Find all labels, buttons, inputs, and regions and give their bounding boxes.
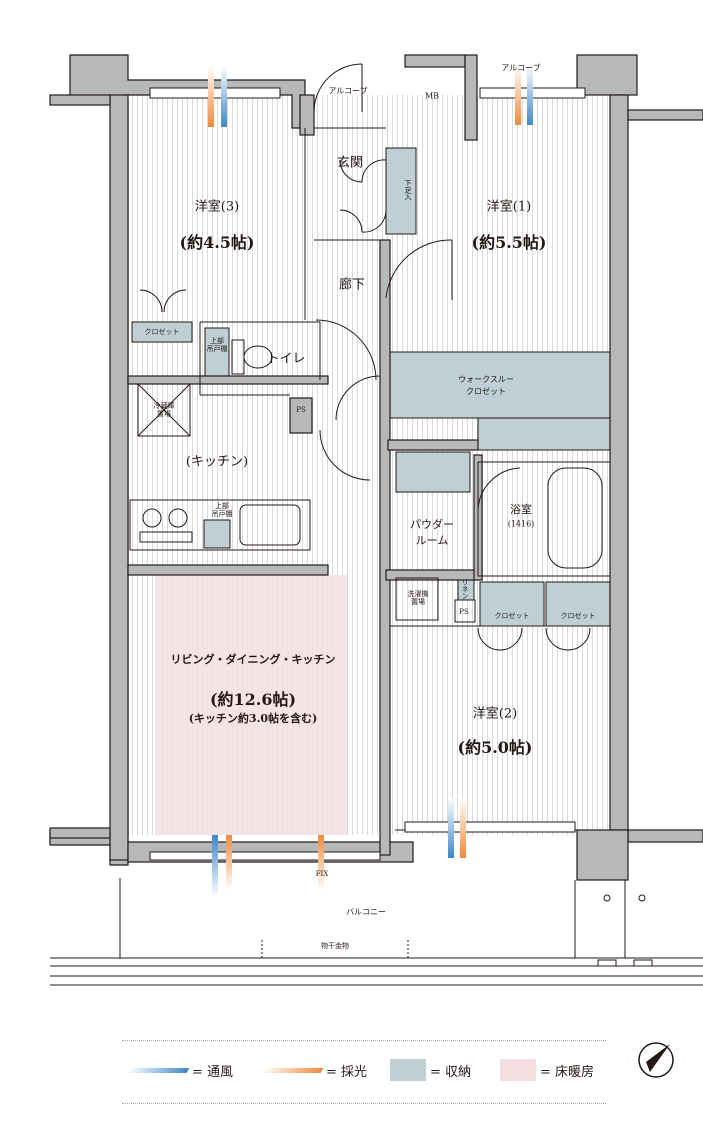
label-fridge-space: 冷蔵庫 置場 (153, 402, 175, 418)
room-label-bath: 浴室 (510, 503, 532, 516)
label-alcove-right: アルコーブ (501, 63, 541, 73)
room-label-powder: パウダー ルーム (410, 518, 454, 547)
label-fix-window: FIX (315, 870, 329, 878)
toilet-fixture (231, 339, 273, 375)
stove (139, 508, 193, 543)
label-closet-western2-b: クロゼット (560, 612, 596, 620)
balcony-area (50, 878, 703, 986)
label-shoe-cabinet: 下足入 (404, 179, 412, 201)
floor-heating-area (155, 575, 347, 835)
room-label-western1: 洋室(1) (486, 199, 532, 215)
label-closet-western2-a: クロゼット (494, 612, 530, 620)
legend-ventilation: = 通風 (126, 1059, 234, 1081)
floor-heating-swatch (500, 1059, 536, 1081)
daylight-swatch (260, 1067, 324, 1073)
legend-storage: = 収納 (390, 1059, 471, 1081)
ventilation-swatch (126, 1067, 190, 1073)
label-toilet-cabinet: 上部 吊戸棚 (206, 337, 228, 353)
room-label-western2: 洋室(2) (472, 706, 518, 722)
label-ps-1: PS (296, 406, 306, 414)
room-label-entrance: 玄関 (336, 155, 364, 171)
room-label-ldk: リビング・ダイニング・キッチン (170, 653, 336, 666)
label-laundry-hanger: 物干金物 (321, 942, 349, 950)
label-ps-2: PS (459, 608, 469, 616)
doors (139, 63, 591, 651)
room-size-bath: (1416) (507, 519, 535, 529)
label-closet-western3: クロゼット (144, 328, 180, 336)
room-size-western2: (約5.0帖) (457, 738, 533, 757)
label-linen: リネン (461, 578, 469, 600)
legend-daylight-label: = 採光 (326, 1064, 368, 1080)
room-label-balcony: バルコニー (346, 907, 386, 917)
room-label-kitchen: (キッチン) (185, 454, 249, 470)
compass-icon (638, 1042, 674, 1078)
ventilation-arrows (208, 65, 533, 897)
legend-floor-heating: = 床暖房 (500, 1059, 594, 1081)
room-size-western3: (約4.5帖) (179, 233, 255, 252)
room-label-walkthrough: ウォークスルー クロゼット (458, 375, 514, 396)
legend-storage-label: = 収納 (430, 1064, 472, 1080)
room-label-hallway: 廊下 (338, 277, 366, 293)
label-alcove-left: アルコーブ (328, 86, 368, 96)
legend-floor-heating-label: = 床暖房 (540, 1064, 595, 1080)
label-washer-space: 洗濯機 置場 (407, 590, 429, 606)
label-mb: MB (424, 91, 440, 101)
label-upper-cabinet: 上部 吊戸棚 (211, 502, 233, 518)
room-label-toilet: トイレ (266, 351, 306, 367)
legend-ventilation-label: = 通風 (192, 1064, 234, 1080)
room-size-ldk: (約12.6帖) (209, 690, 297, 709)
legend: = 通風 = 採光 = 収納 = 床暖房 (122, 1040, 606, 1104)
storage-areas (131, 147, 612, 627)
walls (49, 54, 703, 881)
room-note-ldk: (キッチン約3.0帖を含む) (188, 712, 318, 725)
room-size-western1: (約5.5帖) (471, 233, 547, 252)
room-label-western3: 洋室(3) (194, 199, 240, 215)
legend-daylight: = 採光 (260, 1059, 368, 1081)
storage-swatch (390, 1059, 426, 1081)
